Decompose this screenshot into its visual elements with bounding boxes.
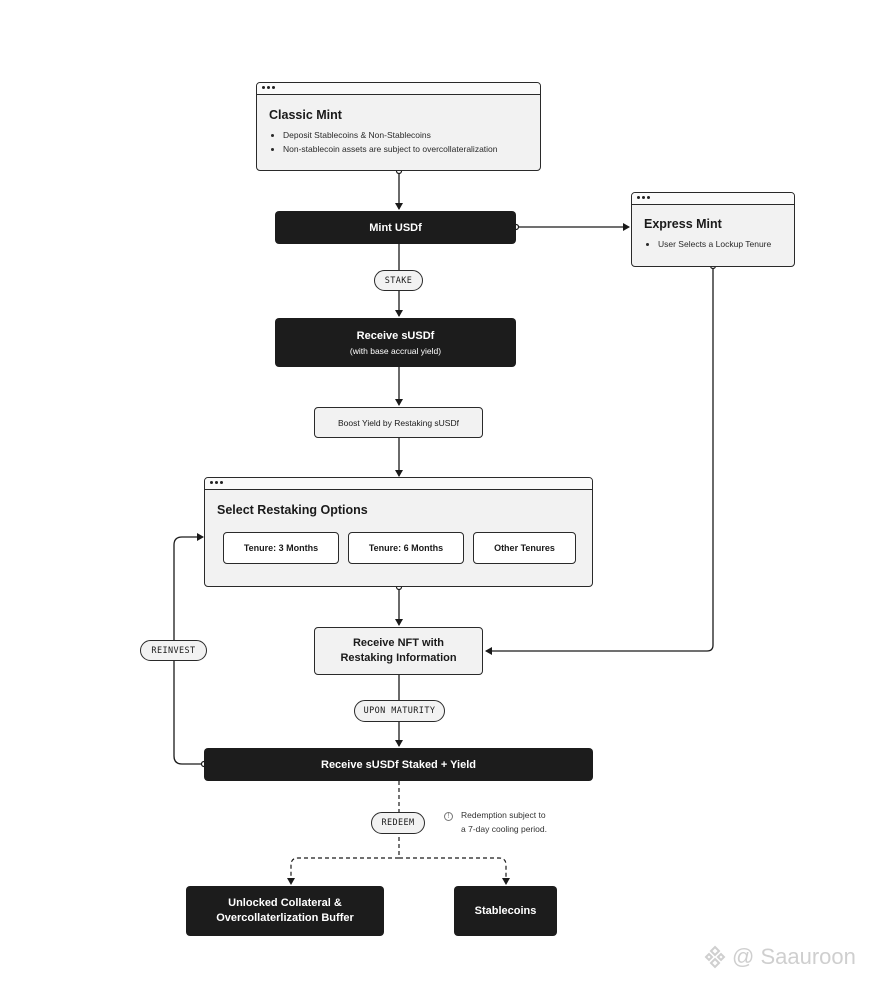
unlocked-collateral-outcome: Unlocked Collateral & Overcollaterlizati… bbox=[186, 886, 384, 936]
window-title-bar bbox=[632, 193, 794, 205]
receive-nft-step: Receive NFT with Restaking Information bbox=[314, 627, 483, 675]
window-title-bar bbox=[205, 478, 592, 490]
redeem-text: REDEEM bbox=[381, 818, 415, 828]
express-mint-bullets: User Selects a Lockup Tenure bbox=[644, 238, 771, 252]
mint-usdf-step: Mint USDf bbox=[275, 211, 516, 244]
stake-text: STAKE bbox=[384, 275, 413, 286]
reinvest-label: REINVEST bbox=[140, 640, 207, 661]
receive-susdf-subtitle: (with base accrual yield) bbox=[349, 345, 442, 356]
express-mint-title: Express Mint bbox=[644, 217, 722, 231]
binance-logo-icon bbox=[704, 945, 726, 969]
unlocked-collateral-line2: Overcollaterlization Buffer bbox=[216, 912, 354, 924]
receive-staked-yield-label: Receive sUSDf Staked + Yield bbox=[321, 758, 476, 771]
option-label: Other Tenures bbox=[494, 543, 555, 553]
express-mint-card: Express Mint User Selects a Lockup Tenur… bbox=[631, 192, 795, 267]
classic-mint-bullets: Deposit Stablecoins & Non-Stablecoins No… bbox=[269, 129, 498, 156]
tenure-6-months-option[interactable]: Tenure: 6 Months bbox=[348, 532, 464, 564]
redemption-note: Redemption subject to a 7-day cooling pe… bbox=[461, 809, 547, 836]
upon-maturity-label: UPON MATURITY bbox=[354, 700, 445, 722]
watermark-text: @ Saauroon bbox=[732, 944, 856, 969]
window-title-bar bbox=[257, 83, 540, 95]
unlocked-collateral-line1: Unlocked Collateral & bbox=[228, 897, 342, 909]
classic-mint-title: Classic Mint bbox=[269, 108, 342, 122]
redemption-note-line2: a 7-day cooling period. bbox=[461, 823, 548, 834]
restaking-options-title: Select Restaking Options bbox=[217, 503, 368, 517]
window-dot-icon bbox=[210, 481, 213, 484]
receive-nft-line2: Restaking Information bbox=[340, 652, 457, 664]
receive-susdf-title: Receive sUSDf bbox=[356, 329, 435, 342]
classic-mint-card: Classic Mint Deposit Stablecoins & Non-S… bbox=[256, 82, 541, 171]
tenure-3-months-option[interactable]: Tenure: 3 Months bbox=[223, 532, 339, 564]
window-dot-icon bbox=[272, 86, 275, 89]
stake-label: STAKE bbox=[374, 270, 423, 291]
redeem-label: REDEEM bbox=[371, 812, 425, 834]
other-tenures-option[interactable]: Other Tenures bbox=[473, 532, 576, 564]
window-dot-icon bbox=[220, 481, 223, 484]
receive-staked-yield-step: Receive sUSDf Staked + Yield bbox=[204, 748, 593, 781]
receive-nft-line1: Receive NFT with bbox=[352, 637, 445, 649]
window-dot-icon bbox=[215, 481, 218, 484]
window-dot-icon bbox=[647, 196, 650, 199]
window-dot-icon bbox=[262, 86, 265, 89]
redemption-note-line1: Redemption subject to bbox=[461, 810, 546, 820]
info-icon: ! bbox=[444, 812, 453, 821]
option-label: Tenure: 3 Months bbox=[243, 543, 319, 553]
mint-usdf-label: Mint USDf bbox=[369, 221, 422, 234]
watermark: @ Saauroon bbox=[702, 944, 856, 970]
receive-susdf-step: Receive sUSDf (with base accrual yield) bbox=[275, 318, 516, 367]
list-item: Non-stablecoin assets are subject to ove… bbox=[283, 143, 498, 157]
restaking-options-card: Select Restaking Options Tenure: 3 Month… bbox=[204, 477, 593, 587]
reinvest-text: REINVEST bbox=[151, 645, 196, 656]
boost-yield-label: Boost Yield by Restaking sUSDf bbox=[338, 417, 459, 428]
stablecoins-label: Stablecoins bbox=[474, 905, 537, 917]
stablecoins-outcome: Stablecoins bbox=[454, 886, 557, 936]
list-item: Deposit Stablecoins & Non-Stablecoins bbox=[283, 129, 498, 143]
upon-maturity-text: UPON MATURITY bbox=[363, 706, 436, 716]
window-dot-icon bbox=[637, 196, 640, 199]
window-dot-icon bbox=[267, 86, 270, 89]
option-label: Tenure: 6 Months bbox=[368, 543, 444, 553]
list-item: User Selects a Lockup Tenure bbox=[658, 238, 771, 252]
window-dot-icon bbox=[642, 196, 645, 199]
boost-yield-step: Boost Yield by Restaking sUSDf bbox=[314, 407, 483, 438]
